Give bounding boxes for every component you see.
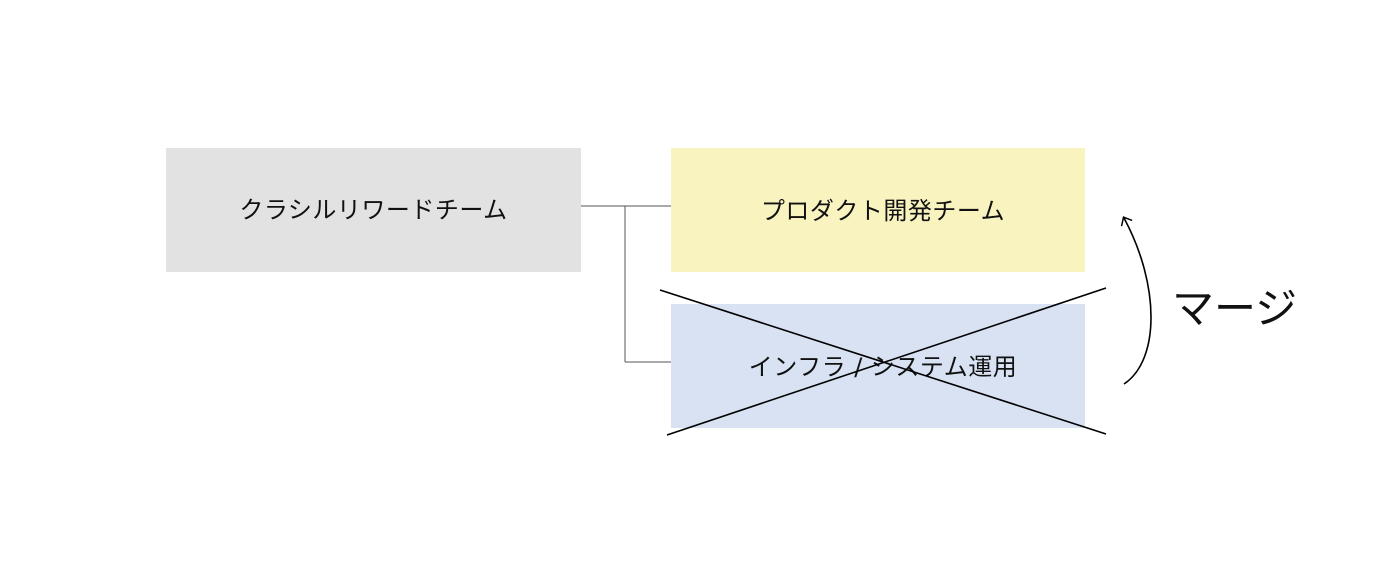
node-infra-ops: インフラ / システム運用 — [671, 304, 1085, 428]
merge-label: マージ — [1172, 284, 1298, 333]
node-infra-ops-label: インフラ / システム運用 — [748, 353, 1018, 381]
node-reward-team-label: クラシルリワードチーム — [239, 195, 508, 224]
node-reward-team: クラシルリワードチーム — [166, 148, 581, 272]
merge-arrow — [1120, 216, 1152, 385]
node-product-dev-team-label: プロダクト開発チーム — [760, 197, 1006, 225]
edge-parent-to-infra — [624, 206, 671, 363]
node-product-dev-team: プロダクト開発チーム — [671, 148, 1085, 272]
